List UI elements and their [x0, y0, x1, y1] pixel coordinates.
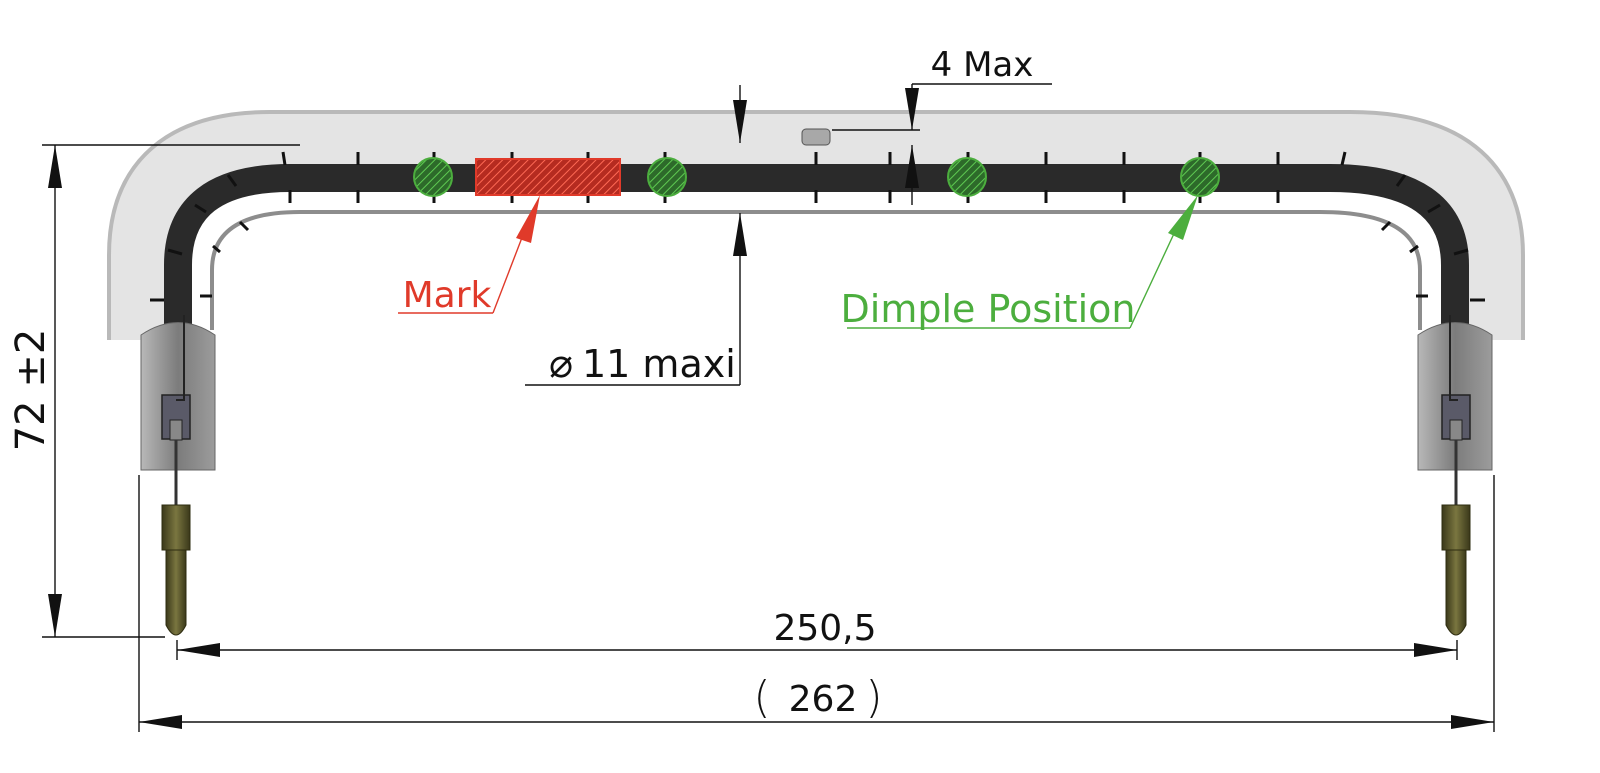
dimension-dimple-depth — [832, 83, 1052, 205]
diameter-symbol: ⌀ — [549, 341, 573, 387]
mark-callout — [398, 195, 540, 314]
overall-width-label: 262 — [789, 679, 858, 720]
dimple-label: Dimple Position — [841, 287, 1136, 331]
dimension-inner-width — [176, 640, 1458, 660]
dimple-marker-4 — [1180, 157, 1220, 197]
connector-pin-left — [161, 504, 191, 636]
tube-body — [107, 110, 1525, 340]
dimension-height — [42, 144, 300, 638]
dimension-diameter — [525, 85, 747, 386]
inner-width-label: 250,5 — [773, 608, 876, 649]
end-cap-left — [140, 315, 216, 505]
dimple-marker-2 — [647, 157, 687, 197]
dimple-depth-label: 4 Max — [931, 45, 1034, 85]
dimple-marker-3 — [947, 157, 987, 197]
dimple-bump — [801, 128, 831, 146]
end-cap-right — [1417, 315, 1493, 505]
overall-width-close-paren: ) — [865, 672, 882, 723]
dimple-marker-1 — [413, 157, 453, 197]
connector-pin-right — [1441, 504, 1471, 636]
mark-zone — [475, 158, 621, 196]
dimension-overall-width — [138, 475, 1495, 732]
diameter-label: 11 maxi — [582, 342, 736, 386]
height-label: 72 ±2 — [8, 329, 54, 452]
overall-width-open-paren: ( — [753, 672, 770, 723]
dimple-callout — [847, 195, 1198, 329]
mark-label: Mark — [403, 275, 492, 316]
